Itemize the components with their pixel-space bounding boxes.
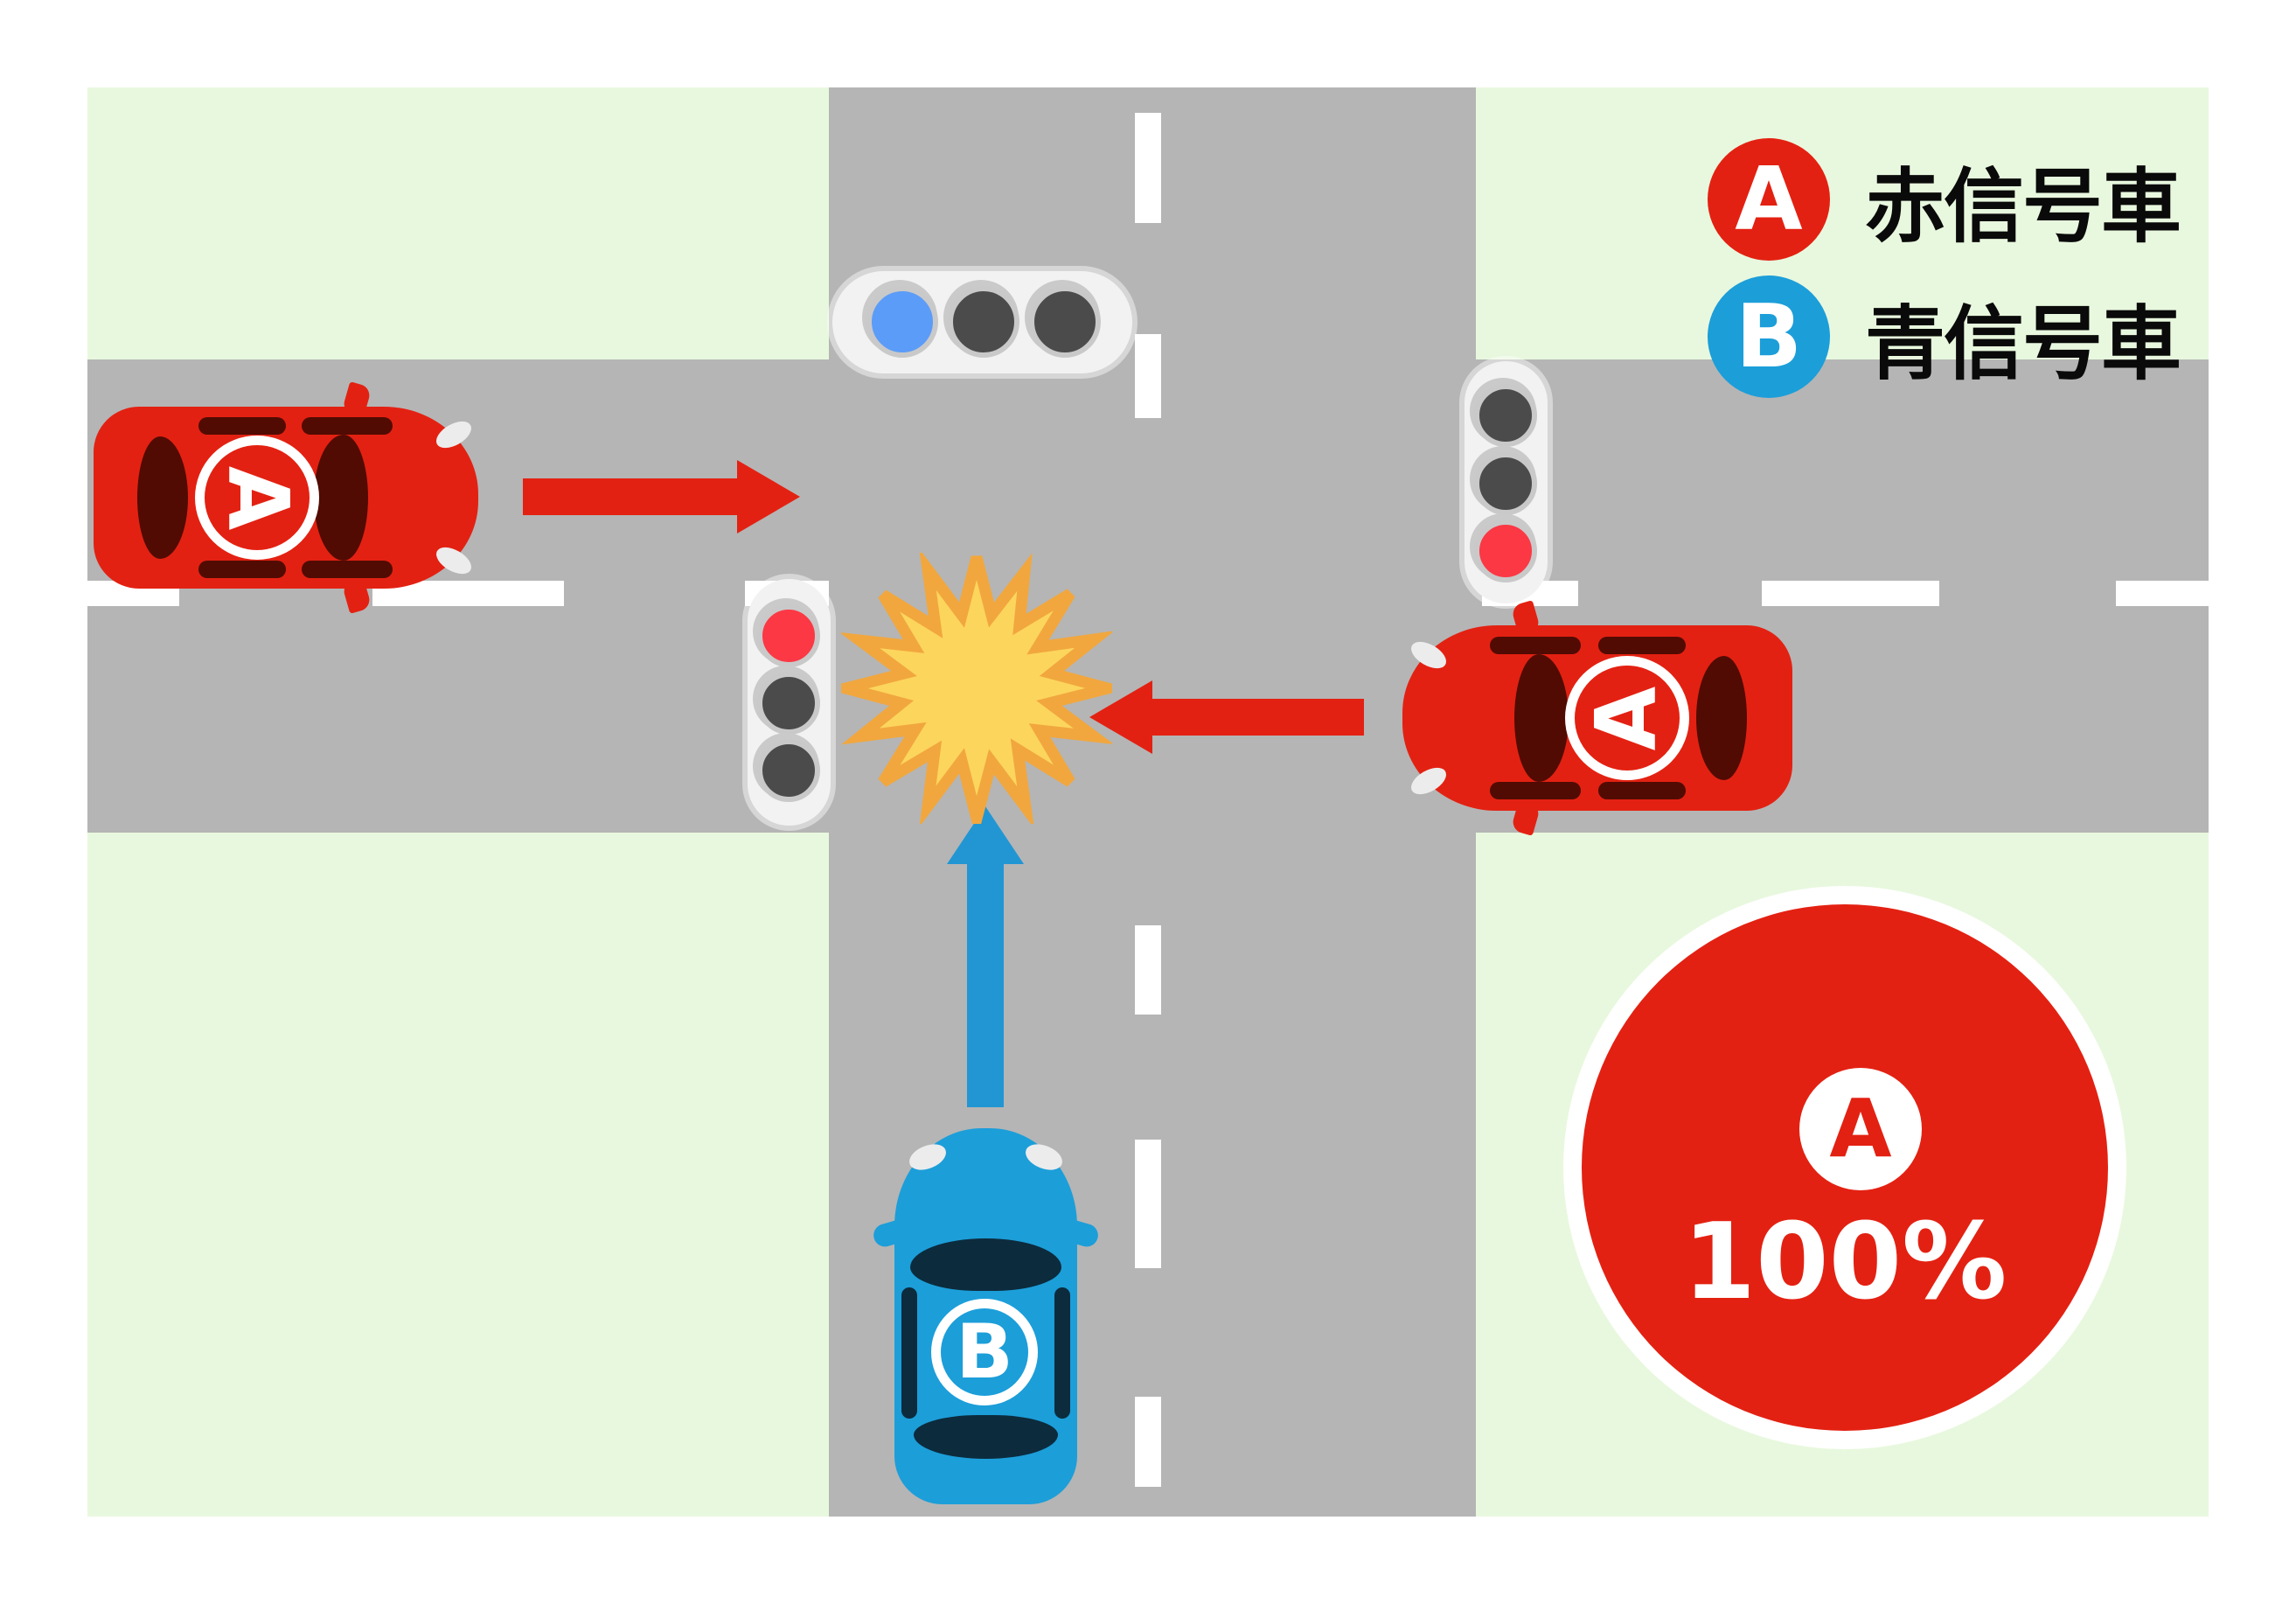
side-window — [901, 1287, 917, 1419]
fault-ratio-circle: A 100% — [1563, 886, 2126, 1449]
fault-ratio-circle-inner: A 100% — [1582, 904, 2108, 1431]
traffic-light-east-icon — [1465, 361, 1548, 603]
signal-lamp-off-icon — [1474, 384, 1537, 447]
vehicle-a-emblem: A — [1565, 656, 1689, 780]
windshield — [910, 1238, 1061, 1291]
arrow-east-head-icon — [737, 460, 800, 534]
car-a-east: A — [1402, 600, 1792, 836]
side-window — [1054, 1287, 1070, 1419]
signal-lamp-off-icon — [757, 672, 820, 735]
lane-marking — [1135, 113, 1161, 223]
vehicle-b-label: B — [956, 1308, 1013, 1396]
car-a-west: A — [94, 381, 478, 614]
car-b-south: B — [871, 1128, 1101, 1504]
traffic-light-west-icon — [748, 579, 831, 826]
legend-badge-a: A — [1708, 138, 1830, 261]
legend-badge-b: B — [1708, 275, 1830, 398]
lane-marking — [1135, 1397, 1161, 1487]
signal-lamp-off-icon — [1474, 452, 1537, 515]
signal-lamp-blue-icon — [866, 286, 938, 358]
legend-badge-b-letter: B — [1735, 285, 1803, 387]
windshield — [314, 435, 368, 561]
vehicle-b-emblem: B — [931, 1299, 1038, 1405]
legend-label-red-signal-car: 赤信号車 — [1865, 159, 2181, 254]
side-window — [1598, 782, 1686, 799]
signal-lamp-red-icon — [757, 604, 820, 667]
arrow-west-icon — [1152, 699, 1364, 736]
vehicle-a-label: A — [209, 465, 306, 530]
signal-lamp-red-icon — [1474, 520, 1537, 582]
legend-label-blue-signal-car: 青信号車 — [1865, 296, 2181, 391]
lane-marking — [1135, 334, 1161, 418]
rear-window — [137, 436, 188, 559]
lane-marking — [1135, 925, 1161, 1015]
vehicle-a-emblem: A — [195, 436, 319, 560]
lane-marking — [1135, 1140, 1161, 1268]
legend-badge-a-letter: A — [1735, 148, 1803, 250]
arrow-east-icon — [523, 478, 737, 515]
signal-lamp-off-icon — [1029, 286, 1101, 358]
collision-star-icon — [841, 553, 1112, 824]
arrow-north-icon — [967, 864, 1004, 1107]
side-window — [198, 561, 286, 578]
lane-marking — [1762, 581, 1939, 606]
arrow-north-head-icon — [947, 806, 1024, 864]
fault-percentage: 100% — [1682, 1202, 2007, 1323]
fault-vehicle-letter: A — [1829, 1082, 1892, 1175]
side-window — [302, 561, 393, 578]
signal-lamp-off-icon — [757, 739, 820, 802]
signal-lamp-off-icon — [948, 286, 1019, 358]
side-window — [302, 417, 393, 435]
traffic-light-north-icon — [832, 271, 1132, 373]
lane-marking — [2116, 581, 2209, 606]
vehicle-a-label: A — [1578, 686, 1675, 750]
side-window — [1490, 782, 1581, 799]
side-window — [1490, 637, 1581, 654]
rear-window — [1696, 656, 1747, 780]
side-window — [198, 417, 286, 435]
fault-vehicle-badge: A — [1799, 1068, 1922, 1190]
side-window — [1598, 637, 1686, 654]
rear-window — [914, 1415, 1058, 1459]
